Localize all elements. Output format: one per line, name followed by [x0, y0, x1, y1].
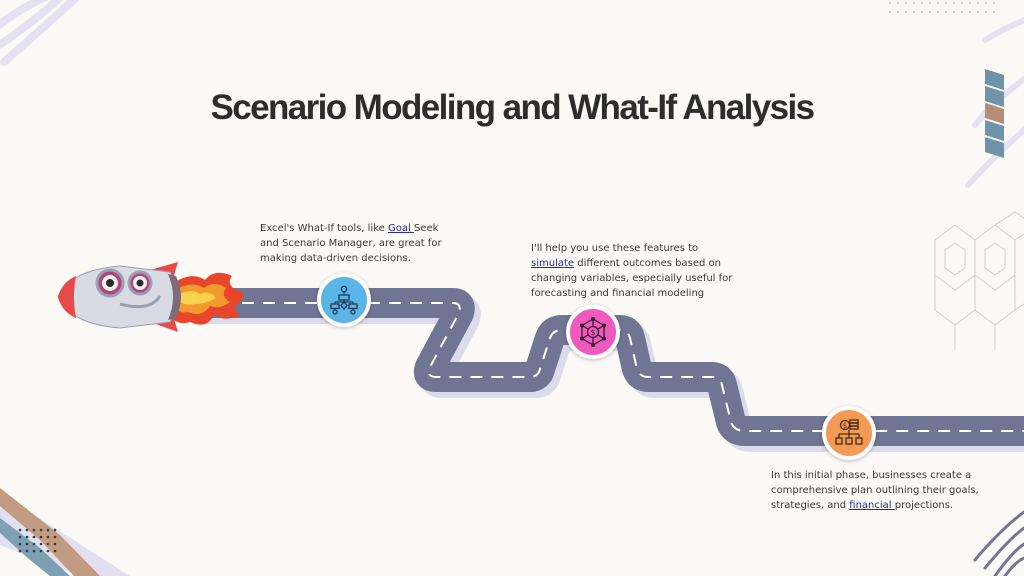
rocket-flame [170, 272, 244, 325]
financial-link[interactable]: financial [849, 500, 895, 511]
milestone-1-text: Excel's What-If tools, like Goal Seek an… [260, 223, 442, 264]
milestone-3-marker: $ [822, 406, 876, 460]
slide-title: Scenario Modeling and What-If Analysis [210, 88, 816, 127]
simulate-link[interactable]: simulate [531, 258, 575, 269]
milestone-2-marker: $ [566, 305, 620, 359]
rocket-body [57, 262, 181, 332]
bottom-left-dot-grid [18, 528, 57, 553]
top-left-brush-strokes [0, 0, 80, 66]
bottom-right-scribble [973, 510, 1024, 576]
top-right-dot-grid [889, 2, 995, 13]
milestone-2-text: I'll help you use these features to simu… [531, 243, 733, 299]
network-dollar-icon: $ [579, 317, 607, 347]
goal-link[interactable]: Goal [387, 223, 414, 234]
svg-text:$: $ [843, 422, 847, 430]
finance-hierarchy-icon: $ [835, 419, 863, 445]
bottom-left-color-bands [0, 488, 130, 576]
flowchart-icon [330, 285, 358, 315]
milestone-1-marker [317, 273, 371, 327]
color-block-stack [985, 69, 1004, 158]
svg-text:$: $ [590, 328, 595, 337]
geometric-line-pattern [934, 211, 1024, 350]
milestone-3-text: In this initial phase, businesses create… [771, 470, 979, 511]
